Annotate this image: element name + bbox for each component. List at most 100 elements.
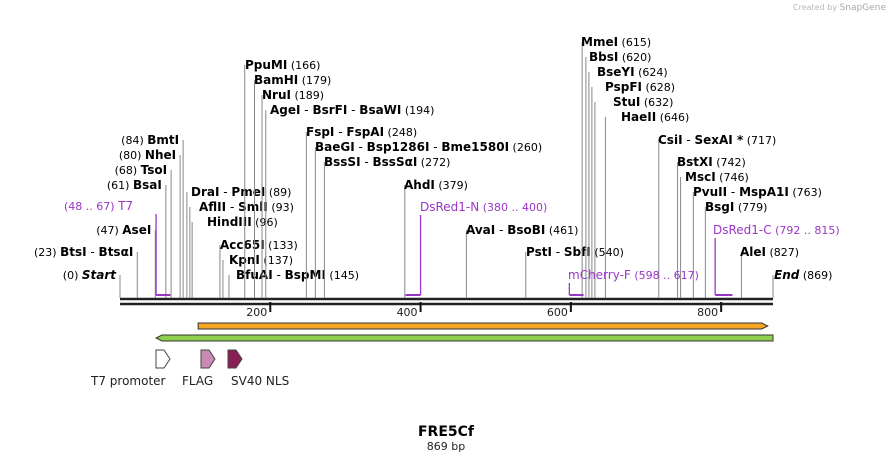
site-position: (84) <box>121 134 147 147</box>
site-label: MmeI (615) <box>581 35 651 49</box>
site-position: (80) <box>119 149 145 162</box>
site-position: (23) <box>34 246 60 259</box>
site-enzyme-name: AleI <box>740 245 766 259</box>
site-enzyme-name: HaeII <box>621 110 656 124</box>
site-enzyme-name: BsaI <box>133 178 162 192</box>
primer-name: DsRed1-N <box>420 200 479 214</box>
site-enzyme-name: BsaWI <box>359 103 401 117</box>
site-enzyme-name: BssSI <box>324 155 361 169</box>
primer-name: mCherry-F <box>568 268 631 282</box>
primer-range: (598 .. 617) <box>631 269 699 282</box>
site-enzyme-name: - <box>361 155 373 169</box>
site-enzyme-name: - <box>683 133 695 147</box>
site-enzyme-name: - <box>347 103 359 117</box>
site-enzyme-name: BamHI <box>254 73 298 87</box>
site-position: (742) <box>713 156 746 169</box>
site-enzyme-name: BssSαI <box>373 155 418 169</box>
site-label: AhdI (379) <box>404 178 468 192</box>
site-position: (779) <box>734 201 767 214</box>
site-label: AvaI - BsoBI (461) <box>466 223 578 237</box>
site-label: DraI - PmeI (89) <box>191 185 291 199</box>
site-label: CsiI - SexAI * (717) <box>658 133 776 147</box>
site-label: AleI (827) <box>740 245 799 259</box>
primer-label: DsRed1-C (792 .. 815) <box>713 223 840 237</box>
site-enzyme-name: MscI <box>685 170 716 184</box>
site-position: (0) <box>63 269 82 282</box>
site-label: BsgI (779) <box>705 200 767 214</box>
site-position: (260) <box>509 141 542 154</box>
primers: (48 .. 67) T7 DsRed1-N (380 .. 400) mCherr… <box>64 199 840 296</box>
site-position: (47) <box>96 224 122 237</box>
site-position: (540) <box>591 246 624 259</box>
site-label: BseYI (624) <box>597 65 668 79</box>
site-position: (145) <box>326 269 359 282</box>
sequence-length: 869 bp <box>427 440 465 453</box>
site-position: (189) <box>291 89 324 102</box>
site-position: (179) <box>298 74 331 87</box>
primer-label: mCherry-F (598 .. 617) <box>568 268 699 282</box>
site-position: (166) <box>287 59 320 72</box>
site-label: BbsI (620) <box>589 50 651 64</box>
watermark-brand: SnapGene <box>839 3 886 13</box>
site-enzyme-name: AhdI <box>404 178 435 192</box>
site-label: (68) TsoI <box>115 163 168 177</box>
site-enzyme-name: BsrFI <box>312 103 347 117</box>
watermark-prefix: Created by <box>793 3 838 12</box>
site-enzyme-name: BspMI <box>285 268 326 282</box>
ruler-tick-label: 400 <box>397 306 418 319</box>
site-enzyme-name: BsoBI <box>507 223 545 237</box>
site-enzyme-name: AvaI <box>466 223 495 237</box>
primer-name: T7 <box>117 199 133 213</box>
primer-label: (48 .. 67) T7 <box>64 199 133 213</box>
site-enzyme-name: - <box>355 140 367 154</box>
site-label: (0) Start <box>63 268 117 282</box>
site-position: (96) <box>252 216 278 229</box>
site-enzyme-name: Acc65I <box>220 238 265 252</box>
restriction-sites: (0) Start(23) BtsI - BtsαI(47) AseI(61) … <box>34 35 832 298</box>
ruler-tick-label: 600 <box>547 306 568 319</box>
t7-promoter-label: T7 promoter <box>90 374 166 388</box>
site-enzyme-name: Start <box>82 268 117 282</box>
site-label: AgeI - BsrFI - BsaWI (194) <box>270 103 434 117</box>
site-position: (272) <box>417 156 450 169</box>
site-enzyme-name: PvuII <box>693 185 727 199</box>
site-position: (763) <box>789 186 822 199</box>
site-label: (80) NheI <box>119 148 176 162</box>
site-label: (84) BmtI <box>121 133 179 147</box>
site-enzyme-name: DraI <box>191 185 219 199</box>
site-enzyme-name: CsiI <box>658 133 683 147</box>
orange-feature <box>197 322 769 330</box>
site-position: (61) <box>107 179 133 192</box>
site-enzyme-name: HindIII <box>207 215 252 229</box>
primer-range: (792 .. 815) <box>772 224 840 237</box>
site-enzyme-name: BtsαI <box>99 245 134 259</box>
site-enzyme-name: PpuMI <box>245 58 287 72</box>
sequence-name: FRE5Cf <box>418 424 475 440</box>
site-label: BaeGI - Bsp1286I - Bme1580I (260) <box>315 140 542 154</box>
t7-promoter-glyph <box>155 349 171 369</box>
site-label: HaeII (646) <box>621 110 689 124</box>
sv40-nls-label: SV40 NLS <box>231 374 289 388</box>
site-position: (869) <box>799 269 832 282</box>
site-label: PpuMI (166) <box>245 58 320 72</box>
site-position: (827) <box>766 246 799 259</box>
site-enzyme-name: SbfI <box>564 245 591 259</box>
backbone <box>120 297 773 306</box>
site-enzyme-name: BseYI <box>597 65 635 79</box>
site-label: NruI (189) <box>262 88 324 102</box>
site-position: (646) <box>656 111 689 124</box>
site-position: (461) <box>545 224 578 237</box>
site-label: HindIII (96) <box>207 215 278 229</box>
green-feature <box>154 334 774 342</box>
site-enzyme-name: StuI <box>613 95 640 109</box>
site-enzyme-name: BtsI <box>60 245 87 259</box>
site-enzyme-name: - <box>219 185 231 199</box>
site-label: BamHI (179) <box>254 73 331 87</box>
site-position: (93) <box>268 201 294 214</box>
site-enzyme-name: PspFI <box>605 80 642 94</box>
primer-range: (380 .. 400) <box>479 201 547 214</box>
ruler-tick-label: 200 <box>246 306 267 319</box>
site-position: (133) <box>265 239 298 252</box>
primer-label: DsRed1-N (380 .. 400) <box>420 200 547 214</box>
